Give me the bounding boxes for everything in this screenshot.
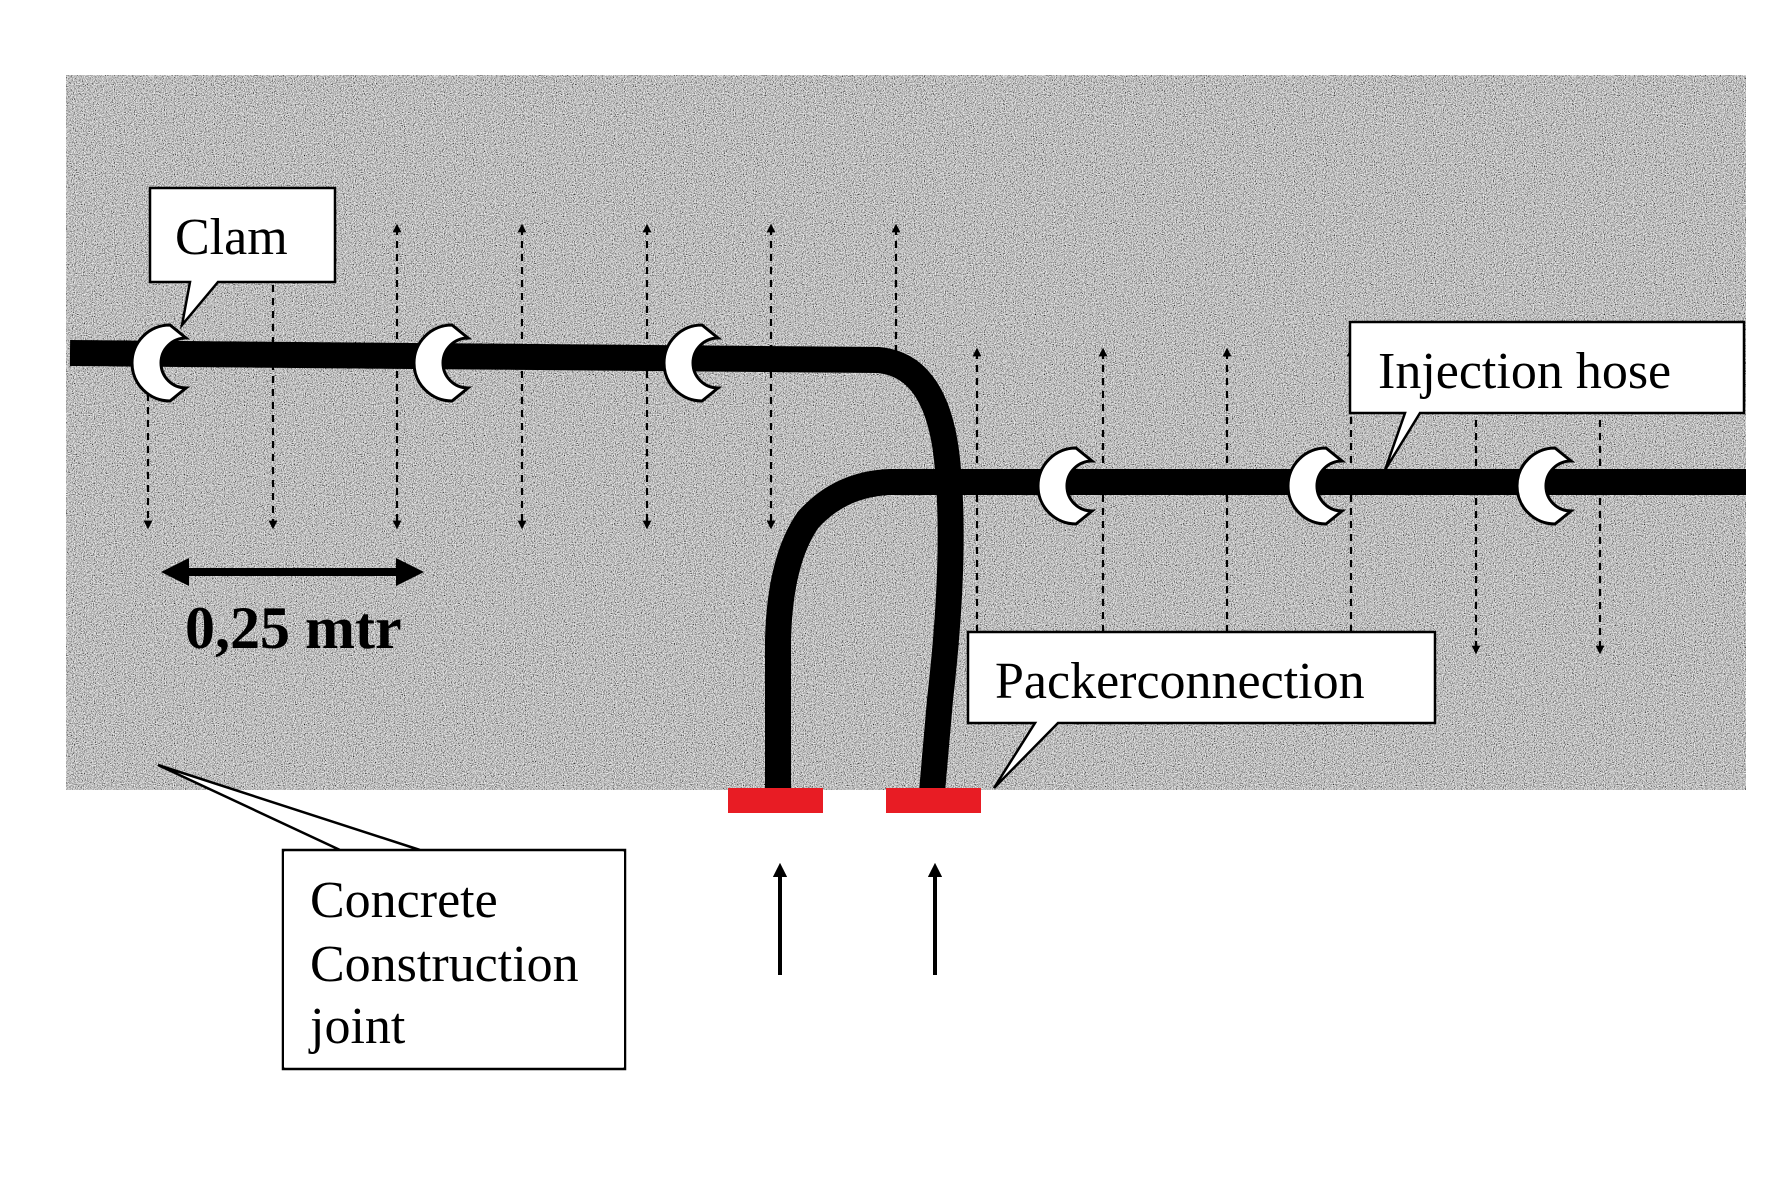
concrete-block: [66, 75, 1746, 790]
injection-arrows: [772, 862, 943, 975]
clam-icon: [130, 323, 191, 403]
packerconnection-callout: Packerconnection: [966, 630, 1437, 789]
clam-icon: [1286, 446, 1347, 526]
injection-hose-label: Injection hose: [1378, 343, 1671, 400]
spacing-dimension: 0,25 mtr: [161, 558, 424, 661]
packer-left: [728, 788, 823, 813]
concrete-joint-callout: Concrete Construction joint: [157, 763, 627, 1071]
spacing-label: 0,25 mtr: [185, 595, 402, 661]
packer-connections: [728, 788, 981, 813]
dashed-arrows: [143, 223, 1605, 655]
clam-icon: [662, 323, 723, 403]
clam-label: Clam: [175, 209, 288, 266]
concrete-joint-label-line1: Concrete: [310, 872, 498, 929]
clam-callout: Clam: [148, 186, 337, 330]
injection-hose: [69, 340, 1746, 794]
injection-hose-callout: Injection hose: [1348, 320, 1746, 471]
concrete-joint-label-line2: Construction: [310, 936, 579, 993]
clam-icon: [1515, 446, 1576, 526]
packerconnection-label: Packerconnection: [995, 653, 1365, 710]
concrete-joint-label-line3: joint: [308, 998, 406, 1055]
clam-icon: [412, 323, 473, 403]
clams: [130, 323, 1576, 526]
clam-icon: [1036, 446, 1097, 526]
packer-right: [886, 788, 981, 813]
